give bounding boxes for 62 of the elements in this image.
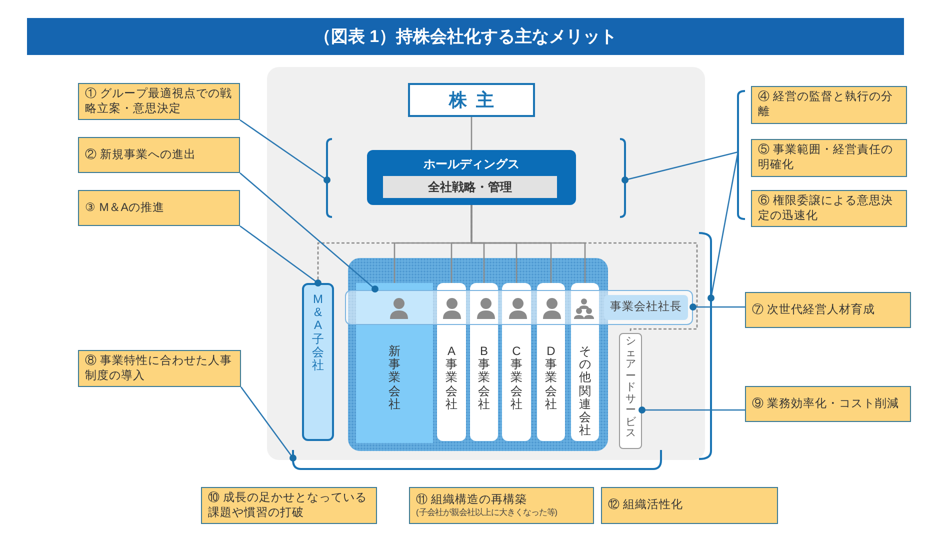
company-column (537, 283, 565, 441)
callout-box (201, 487, 377, 524)
ma-subsidiary-box (302, 283, 334, 441)
vertical-label: M&A子会社 (312, 293, 324, 374)
callout-text: ⑪ 組織構造の再構築 (416, 493, 528, 508)
callout-box (751, 139, 907, 177)
vertical-label: D事業会社 (545, 345, 557, 413)
leader-line (240, 119, 330, 184)
shared-service-box (619, 333, 642, 449)
bracket (735, 90, 745, 220)
vertical-label: その他関連会社 (579, 345, 591, 440)
connector-line (470, 117, 472, 150)
callout-box (745, 292, 911, 328)
callout-box (601, 487, 778, 524)
callout-box (78, 83, 240, 120)
holdings-title: ホールディングス (422, 156, 520, 173)
callout-text: ⑥ 権限委譲による意思決定の迅速化 (758, 194, 894, 224)
leader-line (240, 386, 296, 462)
callout-text: ① グループ最適視点での戦略立案・意思決定 (85, 86, 233, 116)
bracket (699, 232, 712, 460)
callout-text: ⑨ 業務効率化・コスト削減 (752, 396, 900, 412)
callout-box (78, 137, 240, 173)
president-label: 事業会社社長 (604, 295, 688, 320)
callout-box (751, 86, 907, 124)
leader-line (240, 172, 378, 292)
president-row-band (345, 290, 693, 325)
title-banner: （図表 1）持株会社化する主なメリット (27, 18, 904, 55)
company-column (571, 283, 599, 441)
strategy-label-bar: 全社戦略・管理 (383, 176, 557, 198)
company-column (502, 283, 531, 441)
vertical-label: B事業会社 (478, 345, 490, 413)
company-column (437, 283, 466, 441)
callout-box (751, 190, 907, 227)
leader-line (240, 225, 322, 286)
callout-note: (子会社が親会社以上に大きくなった等) (416, 508, 559, 518)
callout-box (78, 190, 240, 226)
callout-text: ⑧ 事業特性に合わせた人事制度の導入 (85, 354, 234, 384)
holdings-box (367, 150, 576, 205)
callout-box (745, 386, 911, 422)
shareholder-box: 株主 (408, 83, 535, 117)
callout-text: ⑦ 次世代経営人材育成 (752, 302, 876, 318)
callout-text: ⑤ 事業範囲・経営責任の明確化 (758, 143, 894, 173)
vertical-label: シェアードサービス (625, 336, 636, 442)
company-group-area (348, 258, 608, 451)
connector-line (622, 151, 738, 184)
callout-box (78, 350, 241, 387)
leader-line (638, 406, 745, 414)
callout-text: ⑫ 組織活性化 (608, 498, 684, 513)
leader-line (690, 304, 745, 310)
vertical-label: 新事業会社 (388, 345, 400, 413)
vertical-label: A事業会社 (446, 345, 458, 413)
vertical-label: C事業会社 (510, 345, 522, 413)
bracket (292, 450, 662, 471)
callout-text: ⑩ 成長の足かせとなっている課題や慣習の打破 (208, 490, 368, 520)
callout-text: ② 新規事業への進出 (85, 148, 198, 162)
connector-line (470, 205, 586, 283)
company-column (470, 283, 498, 441)
callout-text: ④ 経営の監督と執行の分離 (758, 90, 894, 120)
new-company-column (356, 283, 433, 443)
connector-line (708, 152, 739, 302)
callout-box (409, 487, 594, 524)
callout-text: ③ M＆Aの推進 (85, 200, 166, 216)
